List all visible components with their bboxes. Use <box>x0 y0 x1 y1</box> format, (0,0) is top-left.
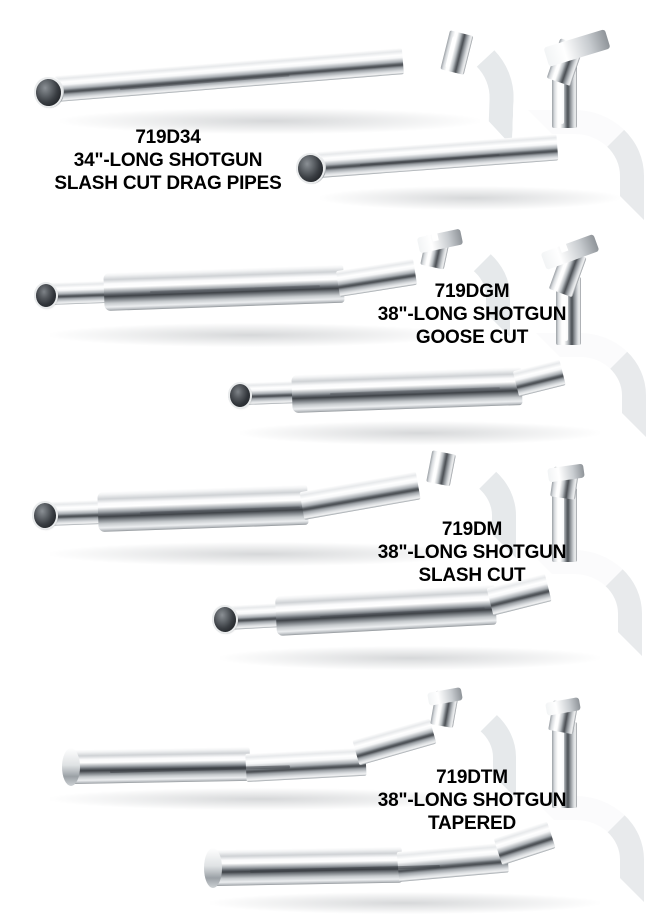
length-line: 38"-LONG SHOTGUN <box>377 790 567 812</box>
length-line: 38"-LONG SHOTGUN <box>377 542 567 564</box>
pipe-outlet <box>230 384 250 407</box>
style-line: GOOSE CUT <box>415 327 529 349</box>
part-number: 719D34 <box>135 127 201 148</box>
product-group-719DGM: 719DGM 38"-LONG SHOTGUN GOOSE CUT <box>0 225 656 445</box>
part-number: 719DM <box>441 519 503 540</box>
product-group-719DTM: 719DTM 38"-LONG SHOTGUN TAPERED <box>0 680 656 916</box>
product-label-719DTM: 719DTM 38"-LONG SHOTGUN TAPERED <box>358 766 586 836</box>
product-group-719DM: 719DM 38"-LONG SHOTGUN SLASH CUT <box>0 440 656 675</box>
product-label-719D34: 719D34 34"-LONG SHOTGUN SLASH CUT DRAG P… <box>48 126 288 196</box>
product-label-719DM: 719DM 38"-LONG SHOTGUN SLASH CUT <box>358 518 586 588</box>
style-line: TAPERED <box>428 813 516 835</box>
product-label-719DGM: 719DGM 38"-LONG SHOTGUN GOOSE CUT <box>358 280 586 350</box>
length-line: 38"-LONG SHOTGUN <box>377 304 567 326</box>
style-line: SLASH CUT <box>418 565 526 587</box>
part-number: 719DGM <box>434 281 510 302</box>
part-number: 719DTM <box>436 767 508 788</box>
length-line: 34"-LONG SHOTGUN <box>73 150 263 172</box>
product-group-719D34: 719D34 34"-LONG SHOTGUN SLASH CUT DRAG P… <box>0 0 656 225</box>
style-line: SLASH CUT DRAG PIPES <box>54 173 282 195</box>
pipe-outlet <box>36 284 56 307</box>
